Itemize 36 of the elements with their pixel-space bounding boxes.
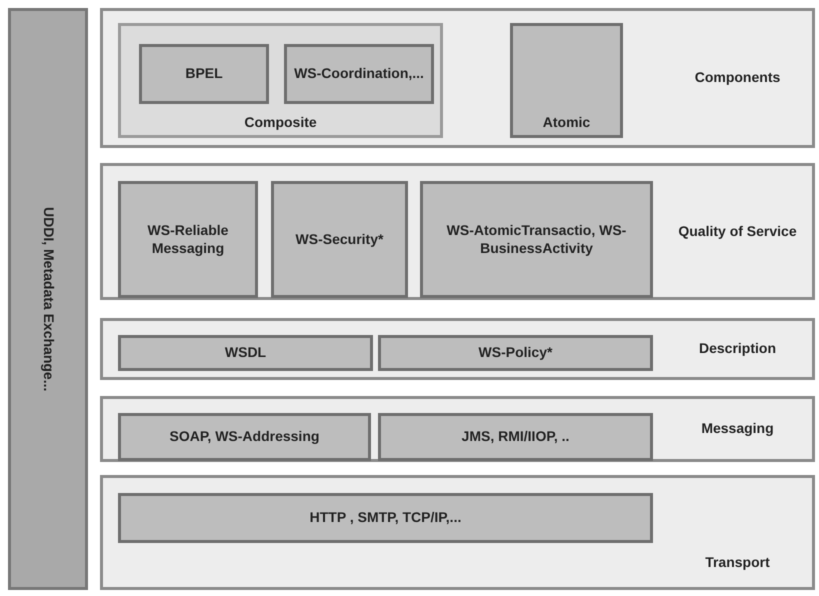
component-box xyxy=(510,23,623,138)
component-box xyxy=(284,44,434,104)
standard-label: SOAP, WS-Addressing xyxy=(168,427,320,446)
standard-box xyxy=(118,335,373,371)
protocol-box xyxy=(118,493,653,543)
layer-band xyxy=(100,8,815,148)
standard-box xyxy=(118,413,371,461)
component-box xyxy=(139,44,269,104)
protocol-label: HTTP , SMTP, TCP/IP,... xyxy=(308,508,462,528)
layer-label: Transport xyxy=(704,552,771,572)
component-label: WS-Coordination,... xyxy=(293,64,425,84)
standard-label: JMS, RMI/IIOP, .. xyxy=(460,427,570,446)
standard-label: WSDL xyxy=(224,343,268,362)
layer-band xyxy=(100,396,815,462)
standard-box xyxy=(118,181,258,298)
layer-band xyxy=(100,163,815,300)
bar-label: UDDI, Metadata Exchange... xyxy=(40,206,58,394)
component-label: Atomic xyxy=(542,113,592,132)
standard-label: WS-AtomicTransactio, WS-BusinessActivity xyxy=(446,221,628,258)
standard-label: WS-Reliable Messaging xyxy=(146,221,230,258)
standard-label: WS-Security* xyxy=(294,230,384,249)
group-box xyxy=(118,23,443,138)
group-label: Composite xyxy=(243,113,318,132)
standard-label: WS-Policy* xyxy=(478,343,554,362)
side-bar xyxy=(8,8,88,590)
component-label: BPEL xyxy=(184,64,224,84)
layer-band xyxy=(100,475,815,590)
standard-box xyxy=(271,181,408,298)
layer-label: Components xyxy=(694,68,782,88)
layer-band xyxy=(100,318,815,380)
layer-label: Messaging xyxy=(700,419,775,438)
standard-box xyxy=(420,181,653,298)
standard-box xyxy=(378,413,653,461)
standard-box xyxy=(378,335,653,371)
layer-label: Quality of Service xyxy=(677,222,798,241)
layer-label: Description xyxy=(698,339,777,358)
